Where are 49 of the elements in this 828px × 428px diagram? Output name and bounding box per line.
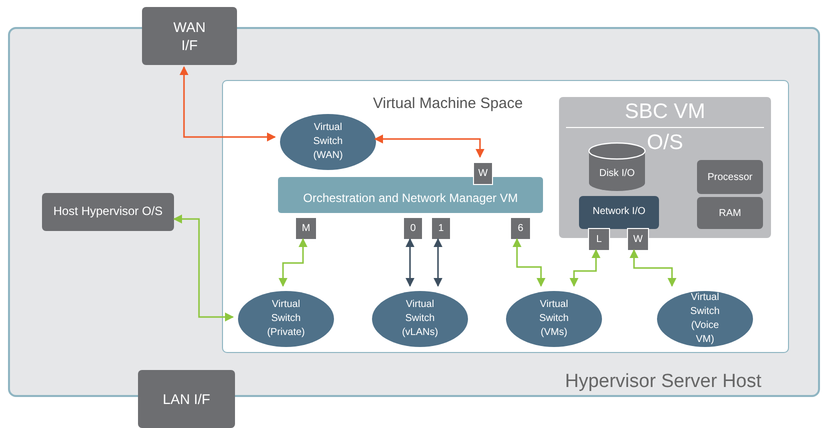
- box-title: O/S: [646, 130, 684, 156]
- port-label: W: [478, 168, 488, 179]
- connector-arrow: [512, 238, 546, 287]
- connector-arrow: [434, 238, 442, 287]
- component-box: [42, 193, 174, 231]
- port-label: W: [633, 234, 643, 245]
- component-box: [142, 7, 237, 65]
- component-box: [138, 370, 235, 428]
- port-label: 1: [438, 223, 444, 234]
- port-box: [510, 217, 531, 240]
- box-label: Orchestration and Network Manager VM: [302, 191, 519, 205]
- port-label: L: [596, 234, 602, 245]
- switch-label: Virtual Switch (Private): [266, 298, 306, 340]
- vm-space-panel: [222, 80, 789, 353]
- disk-cylinder: [588, 142, 646, 192]
- box-label: Network I/O: [592, 207, 646, 218]
- component-box: [579, 196, 659, 229]
- box-label: LAN I/F: [162, 390, 212, 408]
- port-label: 0: [410, 223, 416, 234]
- box-label: RAM: [718, 206, 742, 220]
- panel-title: Hypervisor Server Host: [565, 371, 762, 393]
- switch-label: Virtual Switch (vLANs): [400, 298, 440, 340]
- port-label: 6: [518, 223, 524, 234]
- vm-box: [278, 177, 543, 213]
- connector-arrow: [278, 238, 308, 287]
- port-box: [473, 162, 493, 185]
- port-box: [431, 217, 451, 240]
- connector-arrow: [173, 214, 234, 322]
- connector-arrow: [406, 238, 414, 287]
- connector-arrow: [630, 249, 676, 287]
- port-box: [295, 217, 317, 240]
- box-title: SBC VM: [566, 97, 764, 128]
- box-label: Disk I/O: [598, 168, 636, 179]
- box-label: Processor: [706, 170, 754, 184]
- switch-label: Virtual Switch (VMs): [538, 298, 570, 340]
- box-label: WAN I/F: [172, 18, 207, 54]
- panel-title: Virtual Machine Space: [373, 95, 524, 112]
- port-box: [588, 228, 610, 251]
- box-label: Host Hypervisor O/S: [52, 204, 164, 220]
- component-box: [697, 197, 763, 229]
- connector-arrow: [570, 249, 600, 287]
- switch-label: Virtual Switch (WAN): [312, 121, 344, 163]
- port-box: [627, 228, 649, 251]
- connector-arrow: [180, 66, 276, 142]
- switch-label: Virtual Switch (Voice VM): [689, 291, 721, 347]
- port-label: M: [302, 223, 310, 234]
- component-box: [697, 160, 763, 194]
- connector-arrow: [374, 134, 484, 158]
- port-box: [403, 217, 423, 240]
